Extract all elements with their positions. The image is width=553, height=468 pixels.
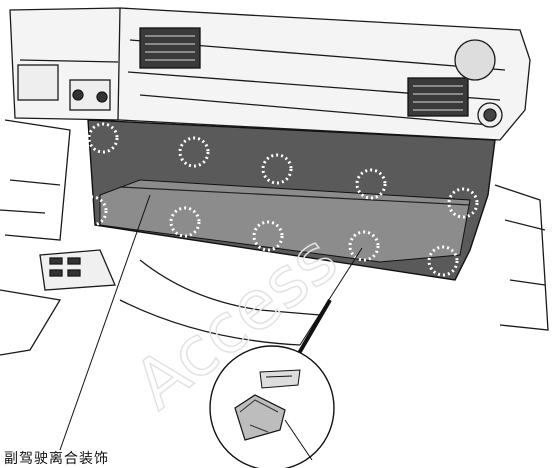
clip-ring [427,245,459,277]
clip-ring [261,153,293,185]
clip-ring [252,220,284,252]
clip-ring [447,187,479,219]
clip-ring [169,206,201,238]
clip-ring [178,136,210,168]
clip-ring [348,230,380,262]
clip-detail-view [209,345,335,468]
clip-locations [76,122,479,277]
clip-ring [355,168,387,200]
clip-ring [87,122,119,154]
clip-ring [76,195,108,227]
part-caption: 副驾驶离合装饰 [4,451,109,467]
lower-trim-panel [87,119,496,281]
detail-callout [296,247,363,357]
dashboard-structure [0,7,549,356]
leader-lines [59,194,313,461]
